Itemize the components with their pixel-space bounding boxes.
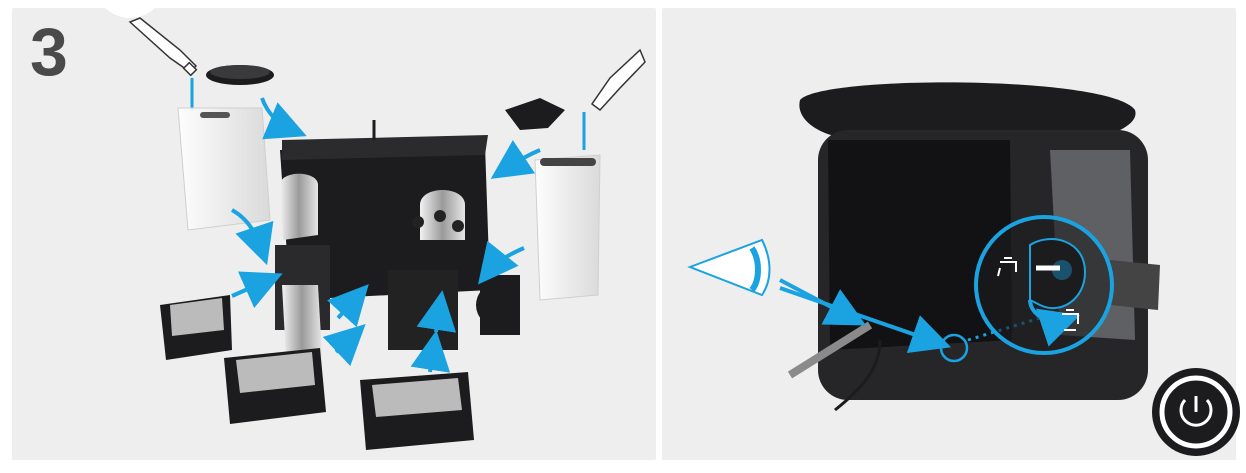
water-bottle-icon-right [584,50,645,150]
coffee-machine [275,120,520,358]
power-button-icon [1152,368,1240,456]
drip-tray-bottom [360,372,474,450]
tank-lid-icon [206,65,274,85]
tab-circle [94,0,166,18]
drip-tray-left [160,295,232,360]
tank-lid-icon-right [505,98,565,130]
drip-tray-center [224,348,326,424]
valve-zoom [976,217,1112,353]
water-bottle-icon [130,18,196,110]
water-tank-right [535,155,600,300]
eye-icon [690,240,770,295]
step-number: 3 [30,18,67,86]
machine-back-view [790,82,1160,410]
water-tank-left [178,108,270,230]
